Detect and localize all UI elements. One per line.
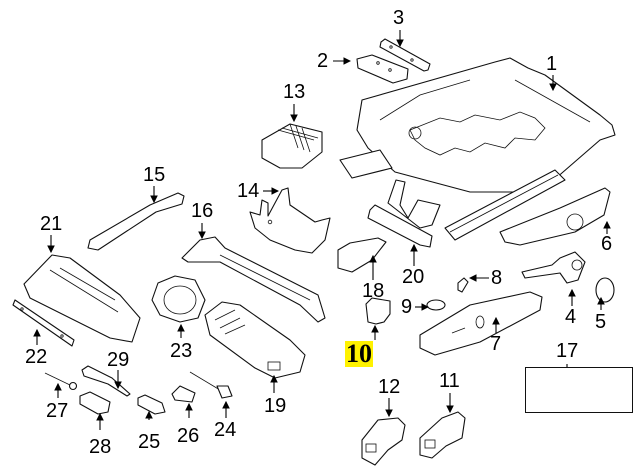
part-22-strip-bracket[interactable] [12,299,75,347]
callout-25[interactable]: 25 [138,431,161,453]
callout-3[interactable]: 3 [393,7,405,29]
callout-27[interactable]: 27 [46,400,69,422]
part-11-motor[interactable] [419,411,466,459]
callout-18[interactable]: 18 [362,280,385,302]
part-26-clip[interactable] [171,385,196,403]
callout-23[interactable]: 23 [170,340,193,362]
callout-6[interactable]: 6 [601,233,613,255]
callout-21[interactable]: 21 [40,213,63,235]
callout-5[interactable]: 5 [595,311,607,333]
callout-13[interactable]: 13 [283,81,306,103]
part-12-motor[interactable] [361,417,406,466]
part-23-sleeve-ring[interactable] [151,275,206,323]
callout-20[interactable]: 20 [402,266,425,288]
part-24-sensor-probe[interactable] [189,371,233,399]
part-5-o-ring[interactable] [595,277,615,303]
part-16-rail-bracket[interactable] [181,236,326,323]
callout-19[interactable]: 19 [264,395,287,417]
callout-16[interactable]: 16 [191,200,214,222]
callout-9[interactable]: 9 [401,296,413,318]
part-20-mounting-bracket[interactable] [367,179,441,248]
callout-2[interactable]: 2 [317,50,329,72]
part-27-wire-lead[interactable] [44,372,78,391]
part-13-control-module[interactable] [261,123,323,169]
part-6-side-shield[interactable] [499,187,611,246]
leader-lines [33,30,611,430]
callout-11[interactable]: 11 [439,370,460,392]
part-15-harness-channel[interactable] [87,192,185,251]
part-9-switch-button[interactable] [426,299,446,311]
callout-4[interactable]: 4 [565,306,577,328]
part-7-outer-shield[interactable] [419,291,543,356]
callout-10-highlighted[interactable]: 10 [345,339,373,368]
callout-17[interactable]: 17 [556,340,579,362]
part-19-pretensioner[interactable] [204,301,306,379]
callout-24[interactable]: 24 [214,419,237,441]
callout-12[interactable]: 12 [378,376,401,398]
part-18-trim-cover[interactable] [337,237,387,273]
part-14-module-bracket[interactable] [249,187,331,254]
part-8-switch-knob[interactable] [457,277,469,293]
callout-22[interactable]: 22 [25,346,48,368]
callout-8[interactable]: 8 [491,267,503,289]
callout-26[interactable]: 26 [177,425,200,447]
part-4-handle-lever[interactable] [521,251,586,284]
part-25-connector[interactable] [137,394,166,415]
callout-15[interactable]: 15 [143,164,166,186]
part-28-pad[interactable] [79,391,111,415]
callout-7[interactable]: 7 [490,333,502,355]
callout-14[interactable]: 14 [237,180,260,202]
callout-1[interactable]: 1 [546,53,558,75]
part-3-strap-plate[interactable] [379,38,431,72]
part-1-seat-frame[interactable] [339,57,616,241]
part-21-side-panel[interactable] [23,254,141,343]
part-2-bracket-plate[interactable] [356,54,409,84]
callout-29[interactable]: 29 [107,349,130,371]
hardware-kit-box [525,367,633,413]
callout-28[interactable]: 28 [89,436,112,458]
part-10-switch[interactable] [365,297,391,325]
